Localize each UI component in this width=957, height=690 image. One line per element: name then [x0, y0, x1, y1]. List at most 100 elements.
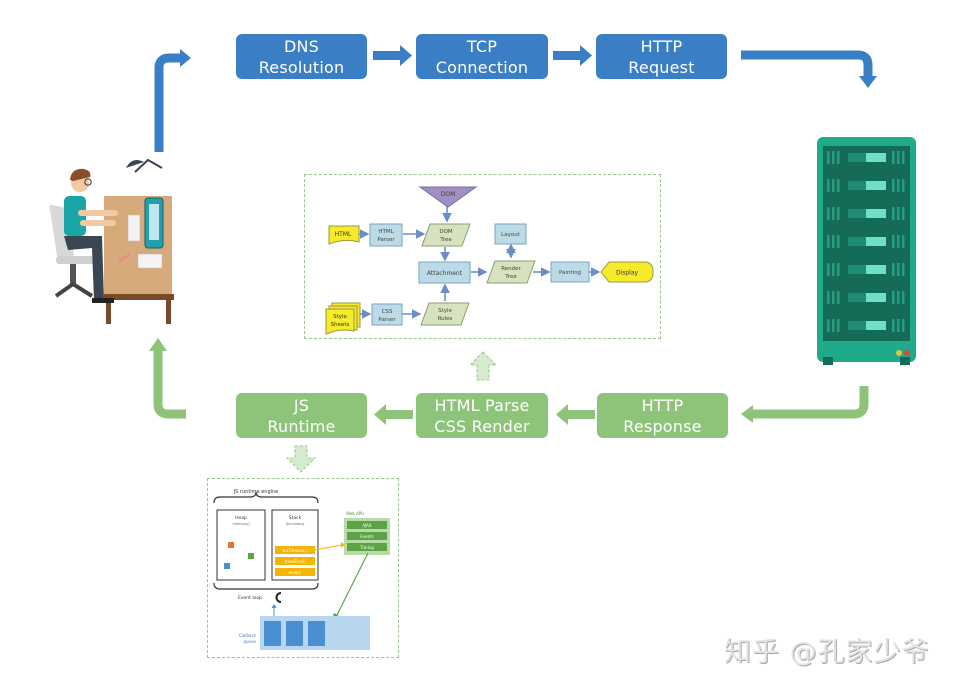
client-user-illustration — [49, 158, 174, 324]
server-slot-part — [848, 209, 868, 218]
render-pipeline-panel: DOM HTML HTML Parser DOM Tree Attachment… — [304, 174, 661, 339]
server-slot-part — [892, 151, 895, 164]
server-slot-part — [892, 179, 895, 192]
callback-queue-label-line2: queue — [243, 639, 256, 644]
css-parser-line2: Parser — [378, 317, 396, 323]
web-api-label: Events — [360, 534, 374, 539]
green-arrow-response-to-parse — [556, 404, 595, 425]
step-label-line1: JS — [293, 395, 310, 415]
server-slot-part — [866, 321, 886, 330]
server-slot-part — [832, 263, 835, 276]
server-slot-part — [827, 235, 830, 248]
dashed-up-arrow-to-render-pipeline — [468, 351, 498, 381]
style-sheets-line1: Style — [333, 314, 347, 320]
step-label-line2: Resolution — [258, 57, 345, 77]
green-elbow-arrow-server-to-response — [741, 386, 869, 423]
render-tree-shape — [486, 260, 536, 284]
heap-object — [228, 542, 234, 548]
watermark: 知乎 @孔家少爷 — [724, 637, 930, 668]
server-slot-part — [897, 151, 900, 164]
server-slot-part — [902, 179, 905, 192]
stack-to-webapi-arrow — [314, 544, 342, 551]
server-slot-part — [848, 153, 868, 162]
dom-tree-line2: Tree — [439, 237, 452, 243]
dom-label: DOM — [441, 191, 456, 198]
engine-brace — [213, 491, 319, 504]
painting-label: Painting — [559, 270, 581, 276]
event-loop-icon — [275, 592, 282, 603]
style-rules-line2: Rules — [438, 316, 453, 322]
dom-tree-shape — [421, 223, 471, 247]
server-slot-part — [848, 237, 868, 246]
web-api-item — [347, 521, 387, 529]
dashed-down-arrow-to-js-runtime — [285, 445, 317, 473]
step-label-line2: Request — [628, 57, 695, 77]
step-label-line2: CSS Render — [434, 416, 530, 436]
server-slot-part — [848, 293, 868, 302]
server-slot-part — [902, 151, 905, 164]
heap-object — [224, 563, 230, 569]
heap-object — [248, 553, 254, 559]
display-label: Display — [616, 270, 639, 277]
server-slot-part — [902, 319, 905, 332]
attachment-box — [418, 261, 471, 284]
style-rules-line1: Style — [438, 308, 452, 314]
server-slot-part — [866, 265, 886, 274]
html-label: HTML — [335, 231, 352, 238]
stack-frames: setTimeout() showText() main() — [275, 546, 315, 576]
render-tree-line1: Render — [501, 266, 521, 272]
server-slot-part — [892, 319, 895, 332]
server-slot-part — [837, 151, 840, 164]
server-slot-part — [897, 235, 900, 248]
server-slot-part — [832, 179, 835, 192]
style-sheets-line2: Sheets — [331, 322, 350, 328]
server-slot-part — [848, 321, 868, 330]
green-arrow-parse-to-js — [374, 404, 413, 425]
green-elbow-arrow-js-to-client — [149, 338, 186, 419]
step-label-line1: HTTP — [640, 36, 683, 56]
step-label-line1: HTML Parse — [434, 395, 530, 415]
server-slot-part — [892, 235, 895, 248]
stack-frame-label: main() — [288, 570, 302, 575]
stack-frame — [275, 557, 315, 565]
server-slot-part — [866, 209, 886, 218]
server-slot-part — [827, 179, 830, 192]
render-tree-line2: Tree — [504, 274, 517, 280]
server-slot-part — [848, 265, 868, 274]
server-slot-part — [897, 291, 900, 304]
web-apis-title: Web APIs — [346, 511, 364, 516]
server-slot-part — [832, 291, 835, 304]
attachment-label: Attachment — [427, 270, 463, 277]
server-slot-part — [832, 319, 835, 332]
server-slot-part — [897, 207, 900, 220]
server-slot-part — [832, 207, 835, 220]
server-slot-part — [832, 235, 835, 248]
callback-item — [308, 621, 325, 646]
style-sheets-shape — [325, 308, 355, 335]
stack-frame — [275, 568, 315, 576]
css-parser-line1: CSS — [382, 309, 393, 315]
server-slot-part — [866, 153, 886, 162]
server-slot-part — [837, 319, 840, 332]
webapi-to-queue-arrow — [335, 552, 369, 618]
step-dns-resolution: DNS Resolution — [236, 34, 367, 79]
server-slot-part — [902, 235, 905, 248]
step-label-line1: DNS — [283, 36, 320, 56]
web-api-item — [347, 532, 387, 540]
server-slot-part — [892, 263, 895, 276]
server-slot-part — [837, 207, 840, 220]
blue-arrow-dns-to-tcp — [373, 45, 412, 66]
server-slot-part — [837, 179, 840, 192]
step-label-line2: Runtime — [267, 416, 336, 436]
server-slot-part — [832, 151, 835, 164]
server-slot-part — [827, 207, 830, 220]
engine-bottom-brace — [213, 582, 319, 590]
step-js-runtime: JS Runtime — [236, 393, 367, 438]
html-parser-line1: HTML — [378, 229, 394, 235]
server-slot-part — [837, 263, 840, 276]
server-slot-part — [897, 179, 900, 192]
server-slot-part — [902, 263, 905, 276]
display-shape — [600, 261, 654, 283]
css-parser-box — [371, 303, 403, 326]
